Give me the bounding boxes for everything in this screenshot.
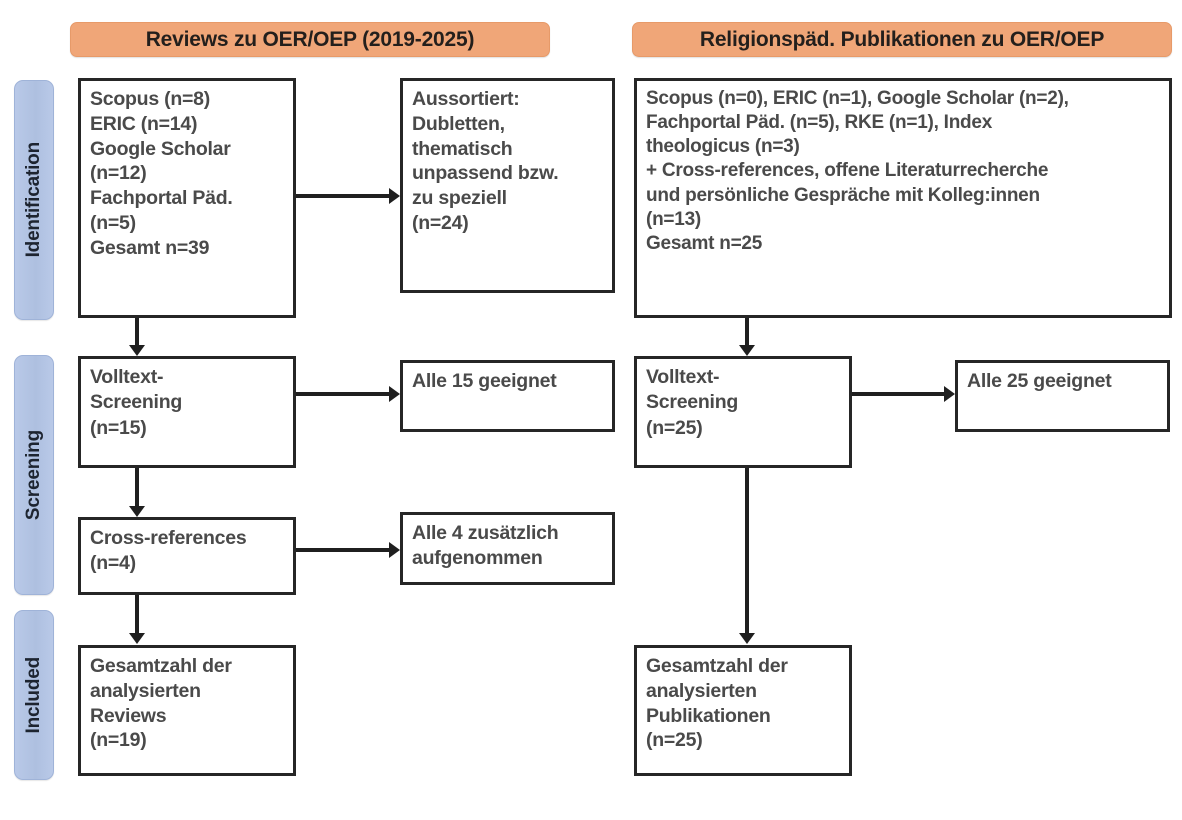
stage-tab-included: Included — [14, 610, 54, 780]
stage-label-identification: Identification — [23, 142, 44, 258]
box-right-screening-result: Alle 25 geeignet — [955, 360, 1170, 432]
connector-left-identification-to-screening — [135, 318, 139, 345]
arrowhead-right-to-screening — [739, 345, 755, 356]
box-left-screening: Volltext- Screening (n=15) — [78, 356, 296, 468]
box-right-identification: Scopus (n=0), ERIC (n=1), Google Scholar… — [634, 78, 1172, 318]
column-header-left: Reviews zu OER/OEP (2019-2025) — [70, 22, 550, 57]
box-left-excluded: Aussortiert: Dubletten, thematisch unpas… — [400, 78, 615, 293]
box-left-identification: Scopus (n=8) ERIC (n=14) Google Scholar … — [78, 78, 296, 318]
arrowhead-left-to-excluded — [389, 188, 400, 204]
stage-label-screening: Screening — [23, 429, 44, 521]
box-right-screening: Volltext- Screening (n=25) — [634, 356, 852, 468]
column-header-right: Religionspäd. Publikationen zu OER/OEP — [632, 22, 1172, 57]
arrowhead-right-screening-to-result — [944, 386, 955, 402]
connector-left-screening-to-result — [296, 392, 389, 396]
box-left-screening-result: Alle 15 geeignet — [400, 360, 615, 432]
arrowhead-left-to-crossrefs — [129, 506, 145, 517]
arrowhead-left-screening-to-result — [389, 386, 400, 402]
connector-left-crossrefs-to-result — [296, 548, 389, 552]
connector-left-identification-to-excluded — [296, 194, 389, 198]
box-right-included: Gesamtzahl der analysierten Publikatione… — [634, 645, 852, 776]
arrowhead-left-crossrefs-to-result — [389, 542, 400, 558]
connector-right-screening-to-result — [852, 392, 944, 396]
connector-left-crossrefs-to-included — [135, 595, 139, 633]
stage-tab-identification: Identification — [14, 80, 54, 320]
arrowhead-left-to-included — [129, 633, 145, 644]
box-left-included: Gesamtzahl der analysierten Reviews (n=1… — [78, 645, 296, 776]
connector-left-screening-to-crossrefs — [135, 468, 139, 506]
arrowhead-right-to-included — [739, 633, 755, 644]
box-left-crossrefs-result: Alle 4 zusätzlich aufgenommen — [400, 512, 615, 585]
connector-right-identification-to-screening — [745, 318, 749, 345]
stage-label-included: Included — [23, 656, 44, 734]
connector-right-screening-to-included — [745, 468, 749, 633]
arrowhead-left-to-screening — [129, 345, 145, 356]
stage-tab-screening: Screening — [14, 355, 54, 595]
box-left-crossrefs: Cross-references (n=4) — [78, 517, 296, 595]
